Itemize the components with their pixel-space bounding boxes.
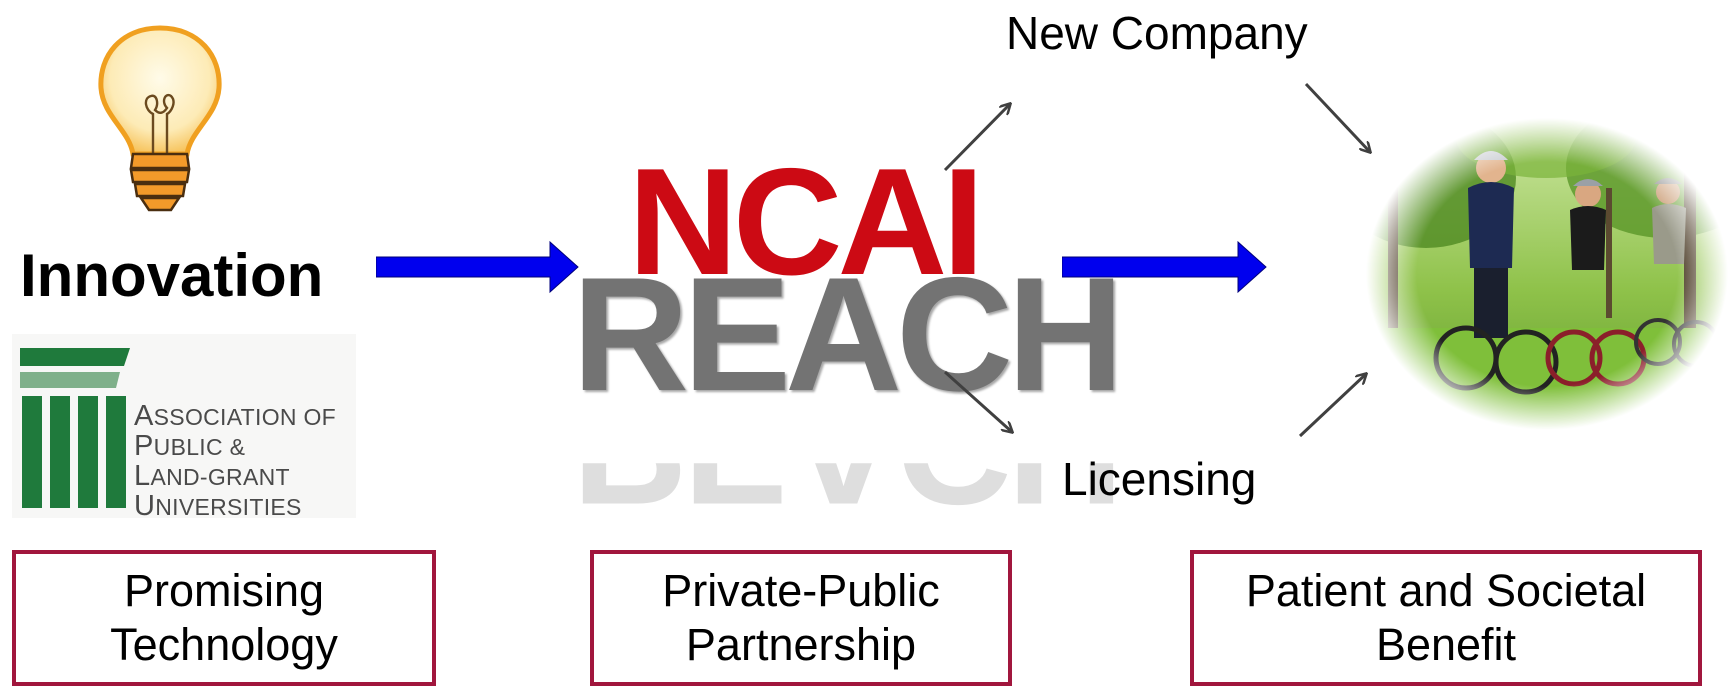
aplu-columns-icon (20, 348, 130, 508)
ncai-wordmark: NCAI (628, 137, 985, 307)
private-public-partnership-label: Private-Public Partnership (662, 565, 940, 670)
innovation-heading: Innovation (20, 242, 324, 309)
branch-label-new-company: New Company (1006, 7, 1308, 59)
promising-technology-box: Promising Technology (12, 550, 436, 686)
aplu-line-3: LAND-GRANT (134, 460, 290, 492)
private-public-partnership-box: Private-Public Partnership (590, 550, 1012, 686)
arrow-to-new-company (943, 104, 1010, 172)
arrow-to-licensing (943, 370, 1012, 432)
arrow-licensing-to-benefit (1298, 374, 1366, 438)
aplu-line-1: ASSOCIATION OF (134, 400, 337, 432)
arrow-new-company-to-benefit (1304, 82, 1370, 152)
flow-arrow-right (1062, 240, 1267, 294)
aplu-line-4: UNIVERSITIES (134, 490, 302, 522)
aplu-logo: ASSOCIATION OF PUBLIC & LAND-GRANT UNIVE… (12, 334, 356, 522)
patient-societal-benefit-label: Patient and Societal Benefit (1245, 565, 1647, 670)
flow-arrow-left (376, 240, 579, 294)
promising-technology-label: Promising Technology (110, 565, 338, 670)
patient-societal-benefit-box: Patient and Societal Benefit (1190, 550, 1702, 686)
lightbulb-icon (98, 25, 222, 212)
cyclists-photo (1366, 118, 1729, 430)
aplu-line-2: PUBLIC & (134, 430, 246, 462)
branch-label-licensing: Licensing (1062, 453, 1257, 505)
reach-wordmark: REACH (572, 244, 1124, 425)
